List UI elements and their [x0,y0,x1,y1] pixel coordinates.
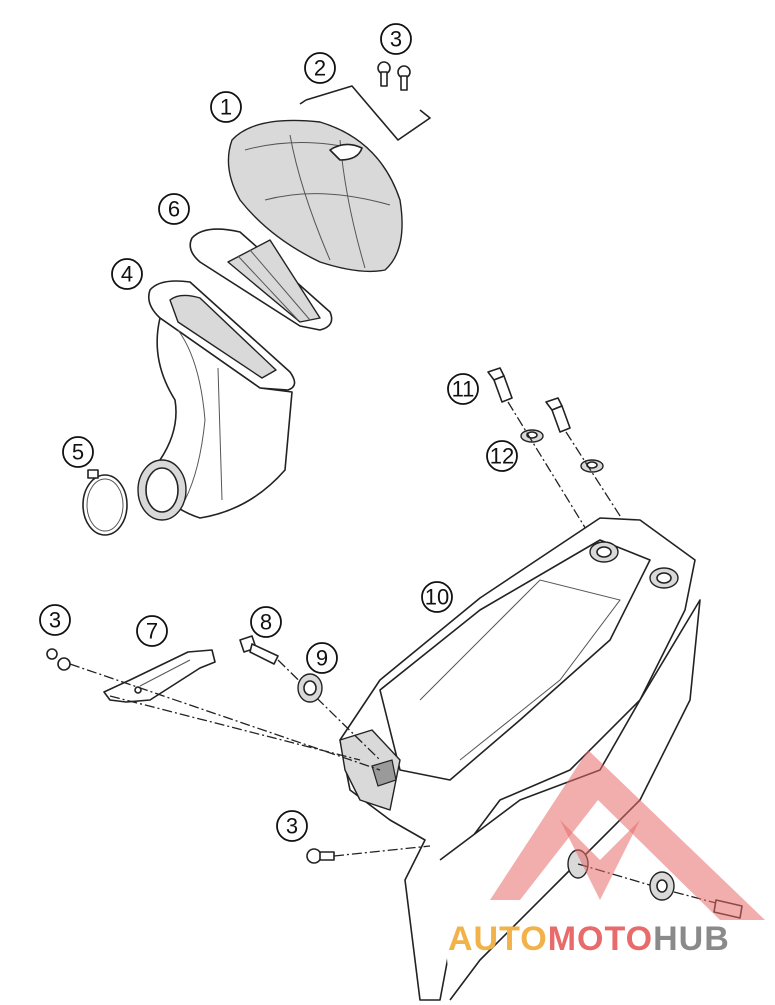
callout-3-top: 3 [380,23,412,55]
svg-text:5: 5 [72,440,84,465]
callout-12: 12 [486,440,518,472]
watermark-text: AUTOMOTOHUB [448,920,730,958]
svg-text:12: 12 [490,444,514,469]
screws-washers-right [487,367,661,579]
air-intake-duct [137,280,296,521]
callout-6: 6 [158,193,190,225]
grommet-9 [297,673,323,703]
callout-4: 4 [111,258,143,290]
svg-text:10: 10 [425,585,449,610]
svg-text:2: 2 [314,56,326,81]
screws-left [46,648,381,771]
callout-markers: 1 2 3 6 4 5 11 12 10 3 7 8 9 3 [39,23,518,842]
screw-8 [239,635,381,761]
filter-support-cage [189,228,333,331]
callout-7: 7 [136,615,168,647]
callout-5: 5 [62,436,94,468]
holder-bracket [103,649,216,703]
callout-9: 9 [306,642,338,674]
watermark-text-moto: MOTO [548,920,653,958]
svg-text:4: 4 [121,262,133,287]
hose-clamp [82,469,128,536]
filter-retaining-bracket [299,85,431,141]
svg-text:6: 6 [168,197,180,222]
svg-text:3: 3 [390,27,402,52]
screw-bottom [306,845,431,864]
watermark-logo-icon [490,750,765,920]
callout-8: 8 [250,606,282,638]
watermark-text-hub: HUB [653,920,730,958]
svg-text:7: 7 [146,619,158,644]
callout-2: 2 [304,52,336,84]
callout-10: 10 [421,581,453,613]
callout-1: 1 [210,91,242,123]
callout-11: 11 [447,373,479,405]
svg-text:3: 3 [286,814,298,839]
air-filter-element [227,119,403,273]
callout-3-bottom: 3 [276,810,308,842]
svg-text:11: 11 [452,377,475,402]
svg-text:1: 1 [220,95,232,120]
svg-text:3: 3 [49,608,61,633]
screws-top [377,61,411,91]
svg-text:8: 8 [260,610,272,635]
callout-3-left: 3 [39,604,71,636]
watermark-text-auto: AUTO [448,920,548,958]
svg-text:9: 9 [316,646,328,671]
